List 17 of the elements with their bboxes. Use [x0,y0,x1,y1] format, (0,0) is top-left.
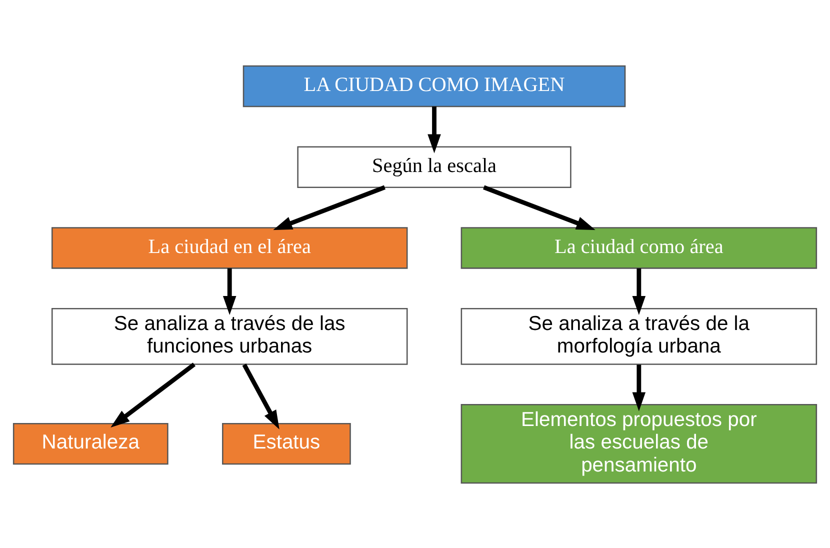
arrow [632,268,646,314]
arrow [483,184,596,230]
node-box: La ciudad como área [460,226,818,268]
node-box: Naturaleza [12,422,168,464]
arrow [242,363,280,429]
node-box: Se analiza a través de la morfología urbana [460,307,818,364]
node-box: Según la escala [297,146,572,188]
node-box: Estatus [222,422,351,464]
arrow [428,106,441,153]
arrow [632,364,646,411]
node-box: LA CIUDAD COMO IMAGEN [242,64,626,107]
node-box: Elementos propuestos por las escuelas de pensamiento [460,403,818,484]
node-box: Se analiza a través de las funciones urbanas [51,307,408,364]
arrow [110,362,196,427]
node-box: La ciudad en el área [51,226,408,268]
arrow [273,184,386,230]
arrow [222,268,236,314]
